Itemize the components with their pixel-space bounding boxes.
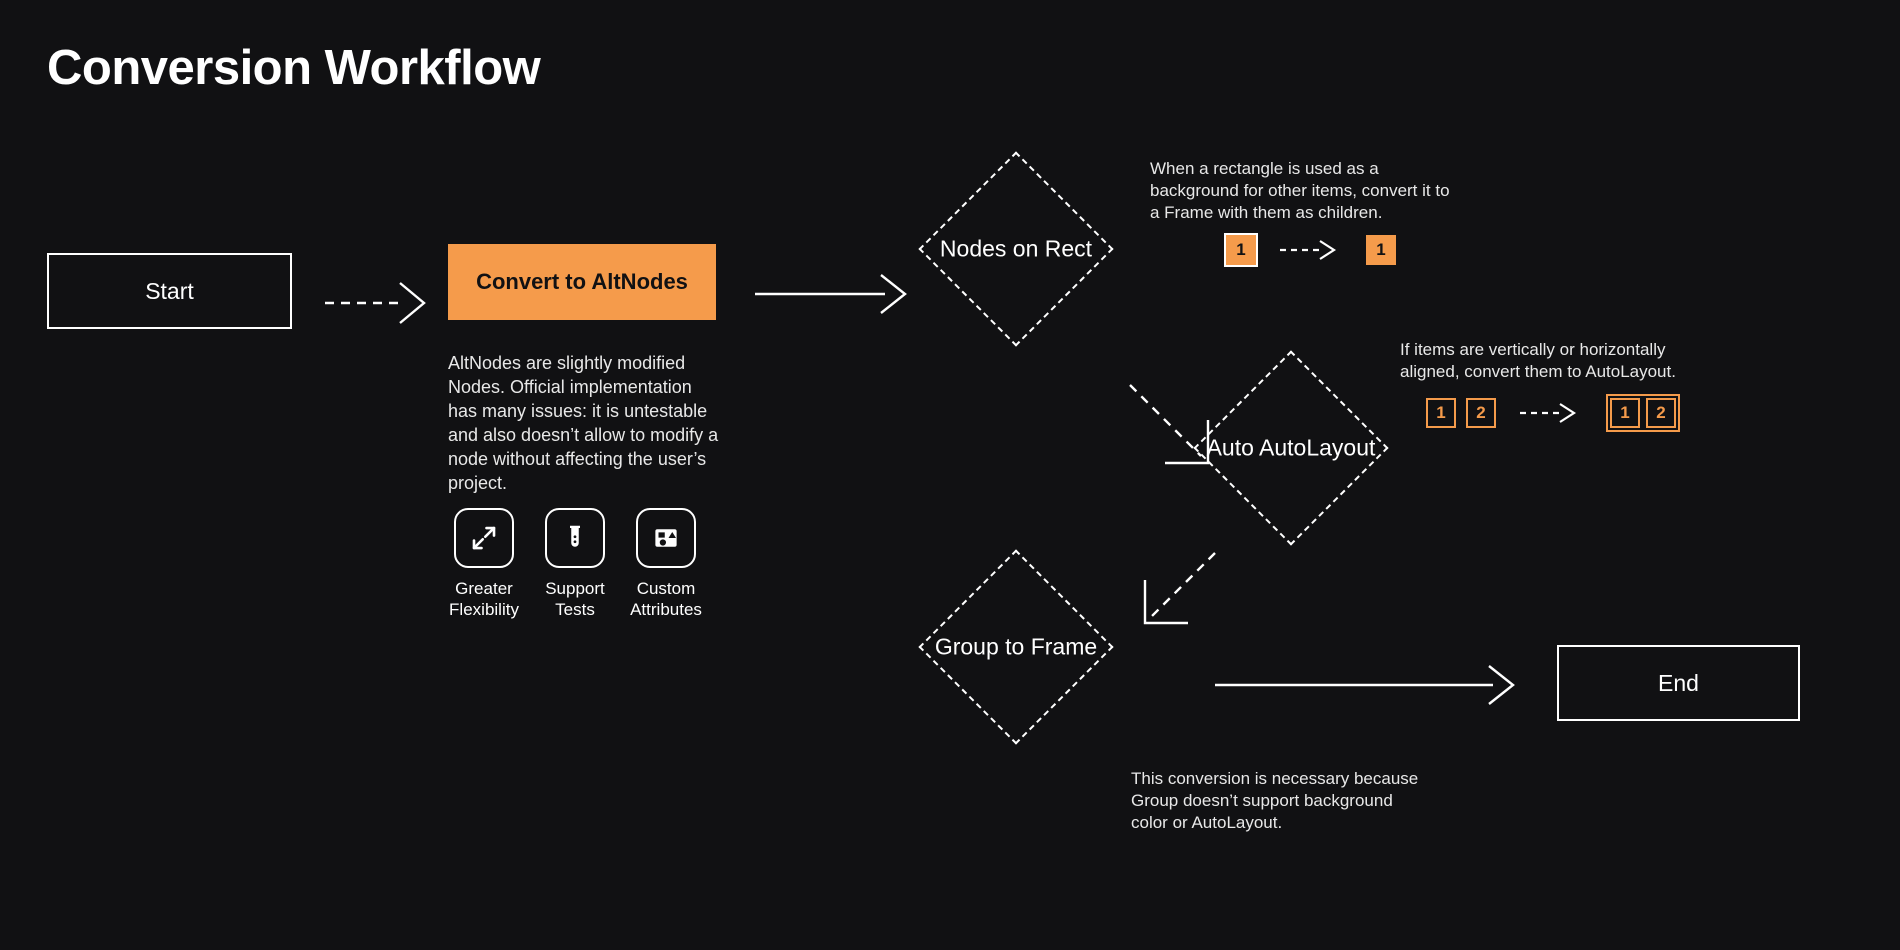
node-nodes-on-rect[interactable]: Nodes on Rect (918, 151, 1114, 347)
test-tube-icon (545, 508, 605, 568)
connector-convert-to-nodes-on-rect (755, 274, 907, 314)
node-convert-label: Convert to AltNodes (476, 269, 688, 294)
mini-arrow-icon (1280, 240, 1337, 260)
node-nodes-on-rect-label: Nodes on Rect (939, 235, 1093, 262)
node-end-label: End (1658, 669, 1699, 696)
node-end[interactable]: End (1557, 645, 1800, 721)
node-group-to-frame-label: Group to Frame (934, 633, 1098, 660)
feature-list: Greater Flexibility Support Tests (449, 508, 702, 620)
shapes-icon (636, 508, 696, 568)
chip-after-2: 2 (1646, 398, 1676, 428)
convert-description: AltNodes are slightly modified Nodes. Of… (448, 353, 719, 493)
connector-start-to-convert (325, 282, 426, 324)
node-start-label: Start (145, 277, 194, 304)
chip-after-1: 1 (1366, 235, 1396, 265)
annotation-auto-autolayout: If items are vertically or horizontally … (1400, 340, 1676, 381)
mini-diagram-nodes-on-rect: 1 1 (1224, 233, 1396, 267)
mini-arrow-icon (1520, 403, 1577, 423)
chip-after-1: 1 (1610, 398, 1640, 428)
node-auto-autolayout[interactable]: Auto AutoLayout (1193, 350, 1389, 546)
mini-diagram-auto-autolayout: 1 2 1 2 (1426, 394, 1680, 432)
annotation-nodes-on-rect: When a rectangle is used as a background… (1150, 159, 1450, 222)
expand-arrows-icon (454, 508, 514, 568)
node-auto-autolayout-label: Auto AutoLayout (1206, 434, 1376, 461)
node-group-to-frame[interactable]: Group to Frame (918, 549, 1114, 745)
annotation-group-to-frame: This conversion is necessary because Gro… (1131, 769, 1419, 832)
chip-group-after: 1 2 (1606, 394, 1680, 432)
feature-label: Greater Flexibility (449, 579, 519, 619)
feature-support-tests[interactable]: Support Tests (541, 508, 609, 620)
chip-before-1: 1 (1426, 398, 1456, 428)
node-start[interactable]: Start (47, 253, 292, 329)
chip-before-2: 2 (1466, 398, 1496, 428)
connector-auto-autolayout-to-group-to-frame (1143, 552, 1216, 625)
feature-custom-attributes[interactable]: Custom Attributes (630, 508, 702, 620)
feature-label: Custom Attributes (630, 579, 702, 619)
chip-before-1: 1 (1224, 233, 1258, 267)
node-convert-to-altnodes[interactable]: Convert to AltNodes (448, 244, 716, 320)
connector-group-to-frame-to-end (1215, 665, 1515, 705)
page-title: Conversion Workflow (47, 41, 541, 95)
feature-label: Support Tests (545, 579, 605, 619)
feature-greater-flexibility[interactable]: Greater Flexibility (449, 508, 519, 620)
